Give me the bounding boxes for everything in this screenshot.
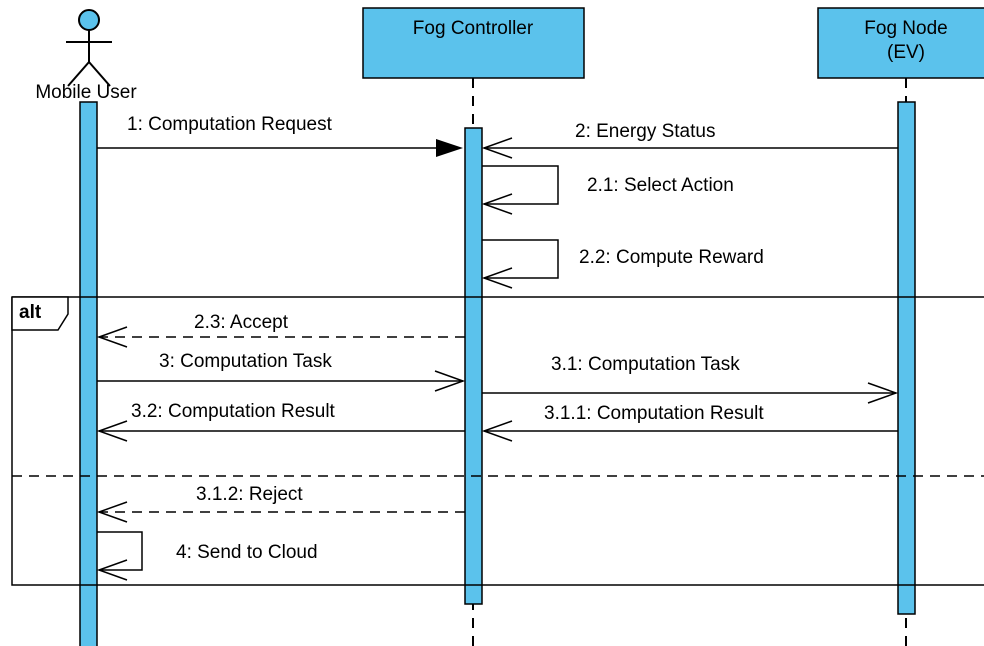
fog-node-label-line2: (EV) <box>887 42 925 63</box>
alt-operator-tab <box>11 296 69 331</box>
open-arrowhead-icon <box>481 137 513 159</box>
actor-mobile-user: Mobile User <box>35 9 137 103</box>
message-2: 2: Energy Status <box>481 121 898 159</box>
message-2-1-label: 2.1: Select Action <box>587 175 734 196</box>
fog-node-box <box>817 7 984 79</box>
alt-fragment: alt <box>11 296 984 586</box>
open-arrowhead-icon <box>481 267 513 289</box>
actor-figure-icon <box>66 9 112 87</box>
message-3-1-1-label: 3.1.1: Computation Result <box>544 403 764 424</box>
message-3-2: 3.2: Computation Result <box>96 401 465 442</box>
message-3-1-2-label: 3.1.2: Reject <box>196 484 303 505</box>
message-3-2-label: 3.2: Computation Result <box>131 401 336 422</box>
filled-arrowhead-icon <box>436 139 463 157</box>
message-3-label: 3: Computation Task <box>159 351 332 372</box>
message-3-1-1: 3.1.1: Computation Result <box>481 403 898 442</box>
message-1: 1: Computation Request <box>97 114 463 157</box>
message-2-1-line <box>482 165 559 205</box>
actor-label-mobile-user: Mobile User <box>35 82 137 103</box>
open-arrowhead-icon <box>96 420 128 442</box>
open-arrowhead-icon <box>434 370 466 392</box>
open-arrowhead-icon <box>96 326 128 348</box>
message-3: 3: Computation Task <box>97 351 466 392</box>
message-3-1-label: 3.1: Computation Task <box>551 354 740 375</box>
message-4: 4: Send to Cloud <box>96 531 318 581</box>
message-4-line <box>97 531 143 571</box>
activation-mobile-user <box>79 101 98 646</box>
message-2-1: 2.1: Select Action <box>481 165 734 215</box>
message-2-label: 2: Energy Status <box>575 121 715 142</box>
message-2-2-label: 2.2: Compute Reward <box>579 247 764 268</box>
open-arrowhead-icon <box>867 382 899 404</box>
message-2-3: 2.3: Accept <box>96 312 465 348</box>
open-arrowhead-icon <box>481 420 513 442</box>
activation-fog-node <box>897 101 916 615</box>
open-arrowhead-icon <box>96 501 128 523</box>
lifeline-head-fog-node: Fog Node (EV) <box>817 7 984 79</box>
message-2-2: 2.2: Compute Reward <box>481 239 764 289</box>
fog-controller-box <box>362 7 585 79</box>
message-1-label: 1: Computation Request <box>127 114 333 135</box>
alt-operator-label: alt <box>19 302 42 323</box>
message-4-label: 4: Send to Cloud <box>176 542 318 563</box>
lifeline-head-fog-controller: Fog Controller <box>362 7 585 79</box>
message-3-1-2: 3.1.2: Reject <box>96 484 465 523</box>
open-arrowhead-icon <box>96 559 128 581</box>
open-arrowhead-icon <box>481 193 513 215</box>
fog-controller-label: Fog Controller <box>413 18 534 39</box>
activation-fog-controller <box>464 127 483 605</box>
message-2-2-line <box>482 239 559 279</box>
message-3-1: 3.1: Computation Task <box>482 354 899 404</box>
alt-frame-border <box>11 296 984 586</box>
message-2-3-label: 2.3: Accept <box>194 312 289 333</box>
fog-node-label-line1: Fog Node <box>864 18 947 39</box>
